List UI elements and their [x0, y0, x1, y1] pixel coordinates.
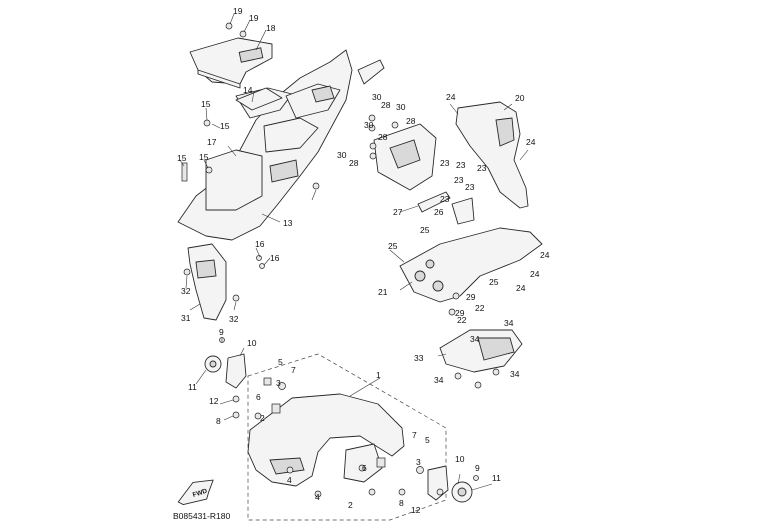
callout-label: 23 [440, 158, 450, 168]
callout-label: 33 [414, 353, 424, 363]
callout-label: 23 [440, 194, 450, 204]
tool-tray-part [189, 22, 273, 89]
callout-label: 2 [260, 413, 265, 423]
callout-label: 6 [362, 463, 367, 473]
callout-label: 16 [270, 253, 280, 263]
fwd-label: FWD [192, 488, 209, 499]
callout-label: 24 [540, 250, 550, 260]
callout-label: 29 [455, 308, 465, 318]
callout-label: 10 [455, 454, 465, 464]
callout-label: 11 [188, 382, 197, 392]
callout-label: 24 [530, 269, 540, 279]
front-fender-part [247, 393, 405, 487]
callout-label: 9 [219, 327, 224, 337]
callout-label: 13 [283, 218, 293, 228]
callout-label: 28 [406, 116, 416, 126]
callout-label: 28 [349, 158, 359, 168]
license-bracket-part [399, 227, 543, 316]
callout-label: 17 [207, 137, 217, 147]
leader-lines [179, 13, 529, 491]
callout-labels: 19 19 18 14 15 15 17 15 15 13 16 16 32 3… [177, 6, 550, 515]
callout-label: 22 [475, 303, 485, 313]
callout-label: 5 [278, 357, 283, 367]
callout-label: 30 [364, 120, 374, 130]
stay-part [417, 191, 451, 213]
drawing-code: B085431-R180 [173, 511, 230, 521]
callout-label: 19 [249, 13, 259, 23]
callout-label: 24 [526, 137, 536, 147]
callout-label: 10 [247, 338, 257, 348]
bolt-group-left [181, 119, 320, 269]
callout-label: 34 [504, 318, 514, 328]
tail-fender-part [455, 101, 529, 209]
callout-label: 26 [434, 207, 444, 217]
fwd-arrow-icon: FWD [177, 479, 214, 506]
callout-label: 3 [276, 378, 281, 388]
callout-label: 23 [454, 175, 464, 185]
callout-label: 20 [515, 93, 525, 103]
callout-label: 11 [492, 473, 501, 483]
callout-label: 14 [243, 85, 253, 95]
callout-label: 32 [229, 314, 239, 324]
callout-label: 23 [465, 182, 475, 192]
callout-label: 32 [181, 286, 191, 296]
callout-label: 6 [256, 392, 261, 402]
callout-label: 15 [220, 121, 230, 131]
callout-label: 34 [510, 369, 520, 379]
callout-label: 28 [378, 132, 388, 142]
bracket-small-part [451, 197, 475, 225]
callout-label: 15 [177, 153, 187, 163]
callout-label: 15 [199, 152, 209, 162]
callout-label: 8 [216, 416, 221, 426]
callout-label: 23 [456, 160, 466, 170]
callout-label: 15 [201, 99, 211, 109]
callout-label: 25 [388, 241, 398, 251]
callout-label: 1 [376, 370, 381, 380]
fender-stay-right [286, 457, 479, 503]
reflector-part [439, 329, 523, 389]
callout-label: 5 [425, 435, 430, 445]
callout-label: 16 [255, 239, 265, 249]
callout-label: 31 [181, 313, 191, 323]
callout-label: 2 [348, 500, 353, 510]
callout-label: 12 [209, 396, 219, 406]
callout-label: 23 [477, 163, 487, 173]
callout-label: 3 [416, 457, 421, 467]
callout-label: 30 [396, 102, 406, 112]
callout-label: 7 [412, 430, 417, 440]
callout-label: 34 [434, 375, 444, 385]
callout-label: 30 [372, 92, 382, 102]
callout-label: 19 [233, 6, 243, 16]
callout-label: 25 [489, 277, 499, 287]
callout-label: 27 [393, 207, 403, 217]
callout-label: 24 [446, 92, 456, 102]
rear-inner-fender-part [177, 49, 385, 241]
callout-label: 25 [420, 225, 430, 235]
callout-label: 24 [516, 283, 526, 293]
plate-part [235, 87, 283, 111]
callout-label: 21 [378, 287, 388, 297]
callout-label: 22 [457, 315, 467, 325]
callout-label: 4 [315, 492, 320, 502]
front-fender-boundary [247, 353, 447, 521]
callout-label: 9 [475, 463, 480, 473]
callout-label: 7 [291, 365, 296, 375]
callout-label: 18 [266, 23, 276, 33]
callout-label: 28 [381, 100, 391, 110]
callout-label: 29 [466, 292, 476, 302]
mounting-bracket-part [368, 114, 437, 191]
fender-stay-left [204, 337, 286, 420]
callout-label: 30 [337, 150, 347, 160]
mudflap-part [183, 243, 240, 321]
callout-label: 8 [399, 498, 404, 508]
callout-label: 4 [287, 475, 292, 485]
callout-label: 34 [470, 334, 480, 344]
callout-label: 12 [411, 505, 421, 515]
